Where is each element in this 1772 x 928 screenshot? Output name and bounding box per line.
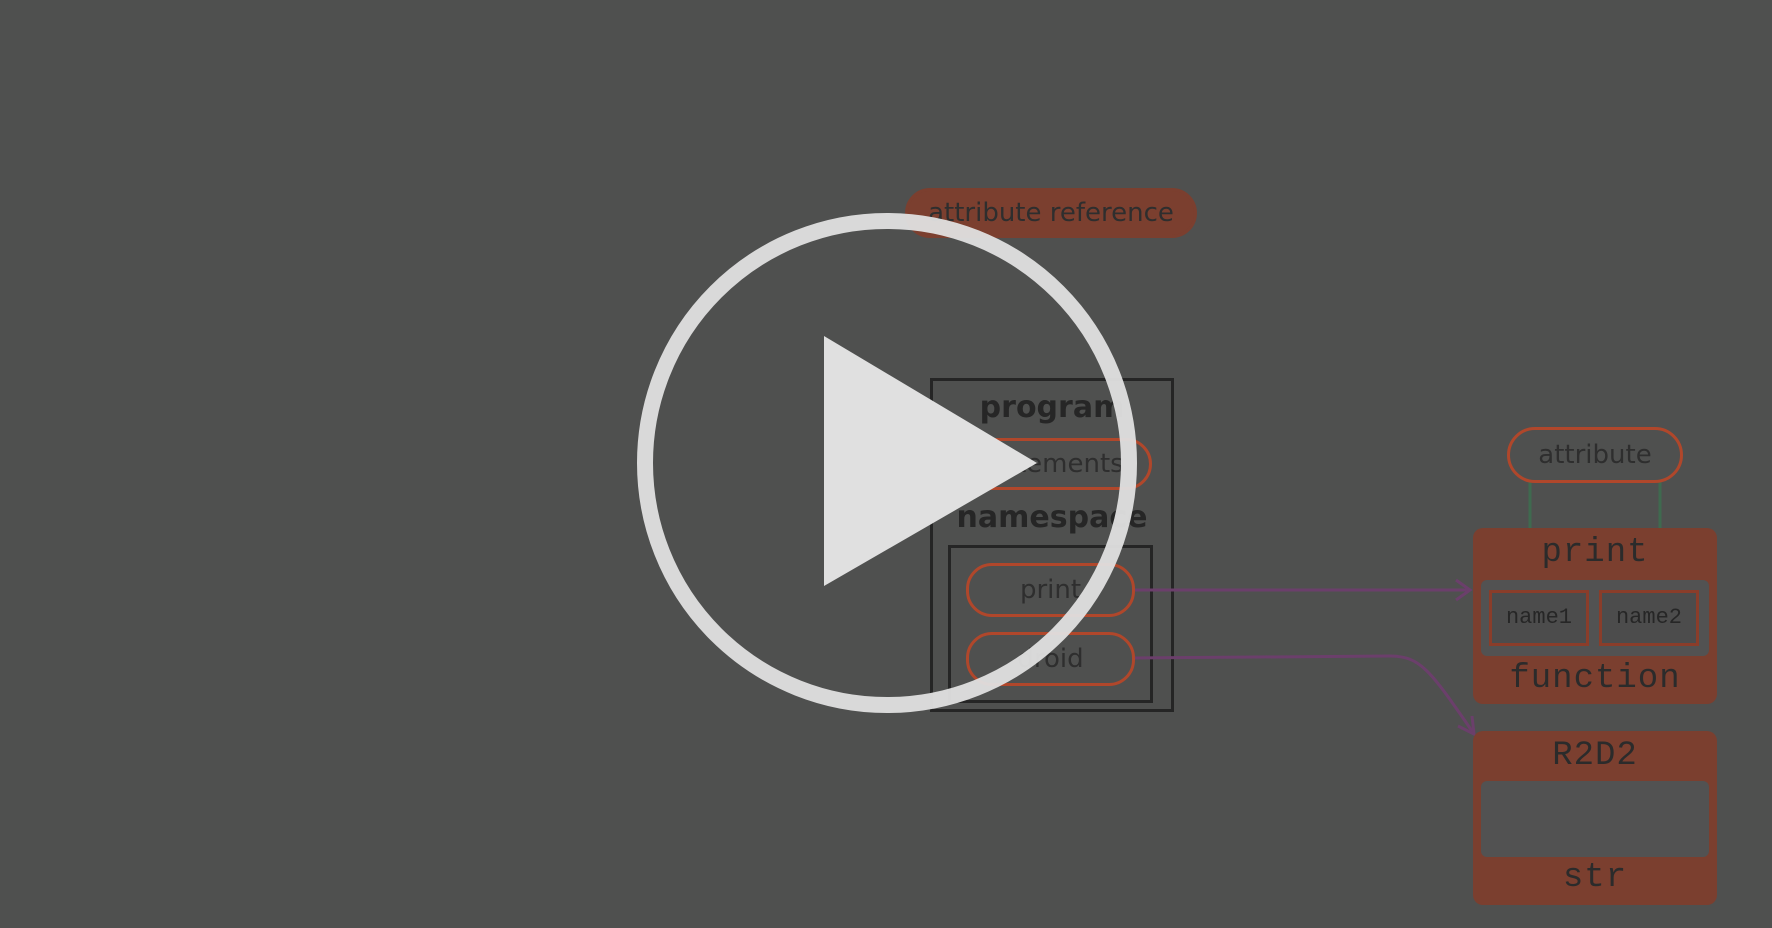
str-object: R2D2 str xyxy=(1473,731,1717,905)
play-button[interactable] xyxy=(637,213,1137,713)
arrow-droid-to-str xyxy=(1134,654,1474,732)
play-icon xyxy=(637,213,1137,713)
str-object-body xyxy=(1481,781,1709,857)
str-object-type: str xyxy=(1562,859,1628,897)
program-label: program xyxy=(979,390,1125,425)
function-object: print name1 name2 function xyxy=(1473,528,1717,704)
function-object-body: name1 name2 xyxy=(1481,580,1709,656)
slot-name1: name1 xyxy=(1489,590,1589,646)
function-object-title: print xyxy=(1541,534,1649,572)
function-object-type: function xyxy=(1509,660,1681,698)
name-print-pill: print xyxy=(966,563,1135,617)
attribute-pill: attribute xyxy=(1507,427,1683,483)
str-object-title: R2D2 xyxy=(1552,737,1638,775)
namespace-frame xyxy=(948,545,1153,703)
slot-name2: name2 xyxy=(1599,590,1699,646)
program-frame xyxy=(930,378,1174,712)
